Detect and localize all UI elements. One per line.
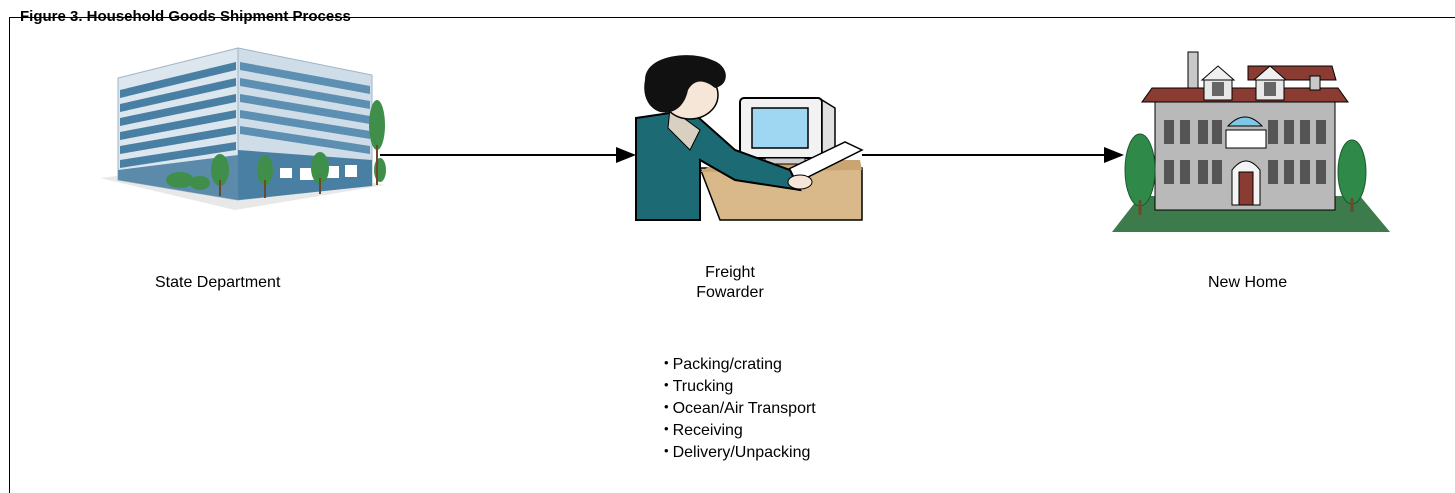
state-department-label: State Department [155, 274, 281, 291]
figure-frame: Figure 3. Household Goods Shipment Proce… [9, 8, 1455, 493]
service-item: Trucking [664, 375, 816, 397]
arrow-building-to-forwarder [380, 147, 636, 163]
freight-forwarder-label-line1: Freight [705, 264, 755, 281]
service-item: Ocean/Air Transport [664, 397, 816, 419]
arrow-forwarder-to-home [862, 147, 1124, 163]
freight-forwarder-label: Freight Fowarder [680, 263, 780, 303]
new-home-label: New Home [1208, 274, 1288, 291]
services-list: Packing/crating Trucking Ocean/Air Trans… [664, 353, 816, 463]
freight-forwarder-icon [635, 55, 864, 221]
house-icon [1112, 51, 1390, 232]
office-building-icon [100, 47, 386, 210]
figure-caption: Figure 3. Household Goods Shipment Proce… [20, 8, 351, 25]
service-item: Receiving [664, 419, 816, 441]
service-item: Delivery/Unpacking [664, 441, 816, 463]
service-item: Packing/crating [664, 353, 816, 375]
freight-forwarder-label-line2: Fowarder [696, 284, 764, 301]
